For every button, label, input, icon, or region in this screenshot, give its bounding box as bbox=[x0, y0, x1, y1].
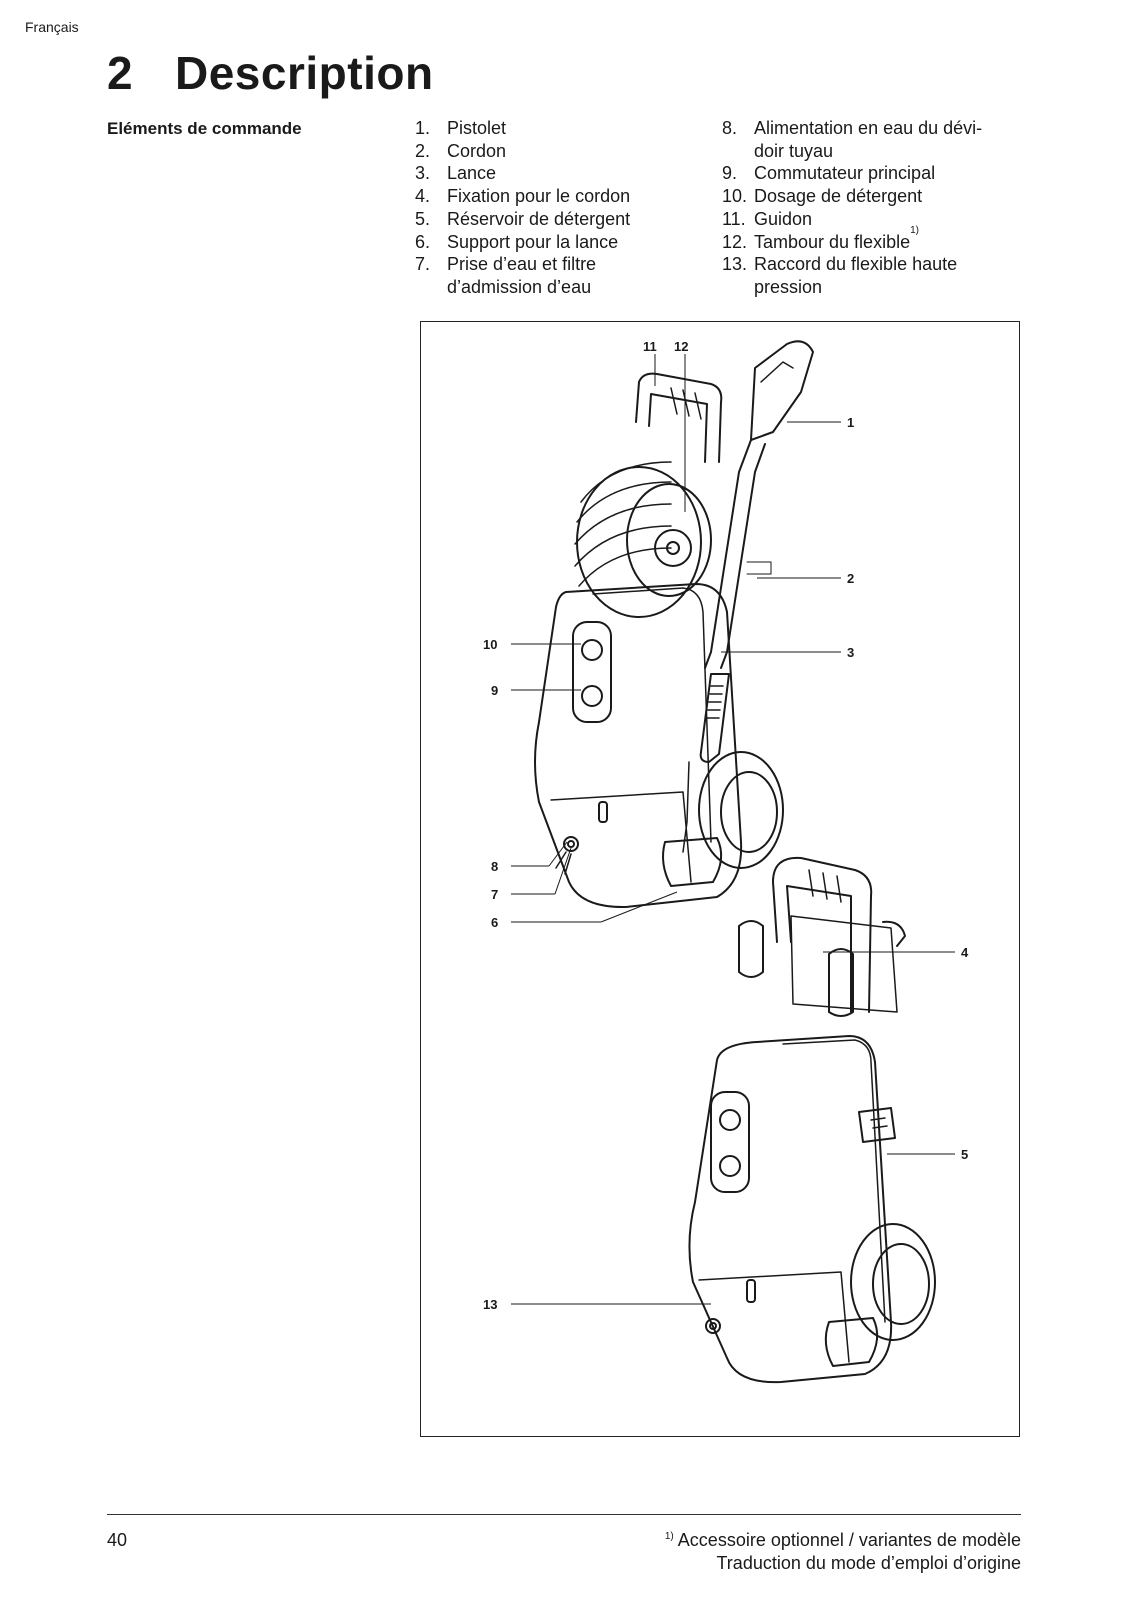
list-item: 2.Cordon bbox=[415, 140, 507, 161]
callout-4: 4 bbox=[961, 945, 969, 960]
callout-13: 13 bbox=[483, 1297, 497, 1312]
list-item: 7.Prise d’eau et filtre bbox=[415, 254, 597, 275]
callout-12: 12 bbox=[674, 339, 688, 354]
list-item-continuation: doir tuyau bbox=[754, 140, 834, 161]
footnote: 1) Accessoire optionnel / variantes de m… bbox=[665, 1530, 1021, 1551]
callout-9: 9 bbox=[491, 683, 498, 698]
list-item: 5.Réservoir de détergent bbox=[415, 208, 631, 229]
list-item: 1.Pistolet bbox=[415, 118, 507, 138]
callout-1: 1 bbox=[847, 415, 854, 430]
pressure-washer-figure: 11 12 1 2 10 3 9 8 7 6 4 5 13 bbox=[420, 321, 1020, 1437]
callout-6: 6 bbox=[491, 915, 498, 930]
section-heading: 2 Description bbox=[107, 46, 434, 100]
list-item: 13.Raccord du flexible haute bbox=[722, 254, 958, 275]
callout-leaders bbox=[511, 354, 955, 1305]
section-number: 2 bbox=[107, 47, 134, 99]
callout-8: 8 bbox=[491, 859, 498, 874]
section-title: Description bbox=[175, 47, 434, 99]
list-item: 9.Commutateur principal bbox=[722, 163, 936, 184]
controls-label: Eléments de commande bbox=[107, 119, 302, 138]
footnote-mark: 1) bbox=[664, 1531, 674, 1542]
controls-list-column-1: 1.Pistolet 2.Cordon 3.Lance 4.Fixation p… bbox=[415, 117, 705, 299]
pressure-washer-illustration: 11 12 1 2 10 3 9 8 7 6 4 5 13 bbox=[483, 339, 969, 1384]
footer-divider bbox=[107, 1514, 1021, 1515]
page-number: 40 bbox=[107, 1530, 128, 1550]
list-item: 4.Fixation pour le cordon bbox=[415, 186, 631, 207]
callout-7: 7 bbox=[491, 887, 498, 902]
list-item: 8.Alimentation en eau du dévi- bbox=[722, 118, 983, 138]
machine-with-hose-reel bbox=[534, 340, 814, 909]
callout-2: 2 bbox=[847, 571, 854, 586]
list-item: 3.Lance bbox=[415, 163, 497, 184]
list-item-continuation: pression bbox=[754, 276, 823, 297]
footer-subtitle: Traduction du mode d’emploi d’origine bbox=[716, 1553, 1021, 1573]
list-item-continuation: d’admission d’eau bbox=[447, 276, 592, 297]
callout-11: 11 bbox=[643, 339, 657, 354]
callout-3: 3 bbox=[847, 645, 854, 660]
list-item: 10.Dosage de détergent bbox=[722, 186, 923, 207]
footnote-text: Accessoire optionnel / variantes de modè… bbox=[677, 1530, 1021, 1550]
language-label: Français bbox=[25, 19, 79, 35]
machine-standard bbox=[688, 856, 936, 1384]
callout-5: 5 bbox=[961, 1147, 968, 1162]
list-item: 6.Support pour la lance bbox=[415, 231, 619, 252]
controls-list-column-2: 8.Alimentation en eau du dévi- doir tuya… bbox=[722, 117, 1012, 299]
footnote-ref: 1) bbox=[910, 224, 919, 236]
callout-labels: 11 12 1 2 10 3 9 8 7 6 4 5 13 bbox=[483, 339, 969, 1312]
list-item: 11.Guidon bbox=[722, 208, 813, 229]
callout-10: 10 bbox=[483, 637, 497, 652]
